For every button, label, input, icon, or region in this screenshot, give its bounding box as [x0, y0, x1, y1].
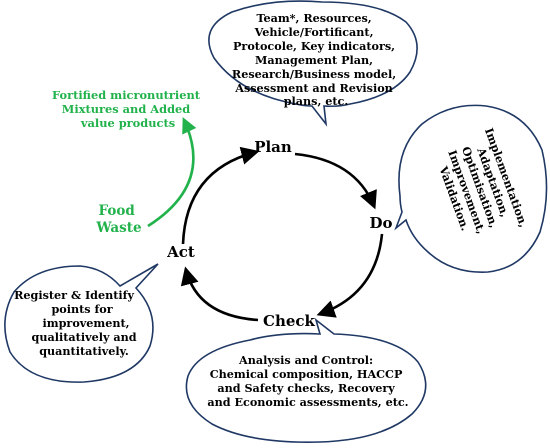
act-line: qualitatively and: [32, 330, 137, 344]
plan-line: Assessment and Revision: [234, 81, 393, 95]
check-bubble-text: Analysis and Control: Chemical compositi…: [207, 353, 408, 409]
check-line: Chemical composition, HACCP: [210, 367, 403, 381]
arrow-check-to-act: [180, 266, 259, 322]
products-line: Mixtures and Added: [62, 102, 191, 116]
act-line: quantitatively.: [39, 344, 129, 358]
plan-line: Management Plan,: [255, 53, 373, 67]
do-speech-bubble: Implementation, Adaptation, Optimisation…: [394, 104, 548, 273]
food-waste-to-products-arrow: [147, 117, 197, 228]
food-waste-line: Waste: [95, 220, 141, 236]
check-line: and Economic assessments, etc.: [207, 395, 408, 409]
arrow-act-to-plan: [181, 146, 260, 245]
plan-bubble-shape: [208, 0, 418, 127]
plan-speech-bubble: Team*, Resources, Vehicle/Fortificant, P…: [208, 0, 418, 127]
stage-do: Do: [369, 214, 392, 232]
plan-line: plans, etc.: [284, 94, 349, 108]
act-bubble-text: Register & Identify points for improveme…: [14, 288, 140, 358]
fortified-products-label: Fortified micronutrient Mixtures and Add…: [52, 88, 204, 130]
cycle-arrows: [180, 146, 384, 322]
do-bubble-shape: [394, 104, 548, 273]
products-line: value products: [80, 116, 175, 130]
plan-line: Vehicle/Fortificant,: [254, 25, 374, 39]
food-waste-line: Food: [99, 203, 136, 219]
plan-bubble-text: Team*, Resources, Vehicle/Fortificant, P…: [232, 11, 400, 108]
check-line: and Safety checks, Recovery: [217, 381, 395, 395]
arrow-do-to-check: [316, 233, 384, 318]
plan-line: Team*, Resources,: [256, 11, 371, 25]
check-bubble-shape: [185, 317, 427, 443]
stage-act: Act: [166, 243, 195, 261]
stage-check: Check: [263, 312, 316, 330]
plan-line: Protocole, Key indicators,: [233, 39, 395, 53]
act-line: points for: [51, 302, 113, 316]
act-line: Register & Identify: [14, 288, 134, 302]
act-bubble-shape: [4, 263, 159, 383]
food-waste-label: Food Waste: [95, 203, 141, 236]
check-speech-bubble: Analysis and Control: Chemical compositi…: [185, 317, 427, 443]
arrow-plan-to-do: [294, 152, 377, 210]
act-line: improvement,: [43, 316, 130, 330]
products-line: Fortified micronutrient: [52, 88, 201, 102]
plan-line: Research/Business model,: [232, 67, 396, 81]
act-speech-bubble: Register & Identify points for improveme…: [4, 263, 159, 383]
valorisation-branch: Food Waste Fortified micronutrient Mixtu…: [52, 88, 204, 236]
stage-plan: Plan: [254, 138, 292, 156]
do-bubble-text: Implementation, Adaptation, Optimisation…: [429, 126, 532, 252]
check-line: Analysis and Control:: [238, 353, 373, 367]
